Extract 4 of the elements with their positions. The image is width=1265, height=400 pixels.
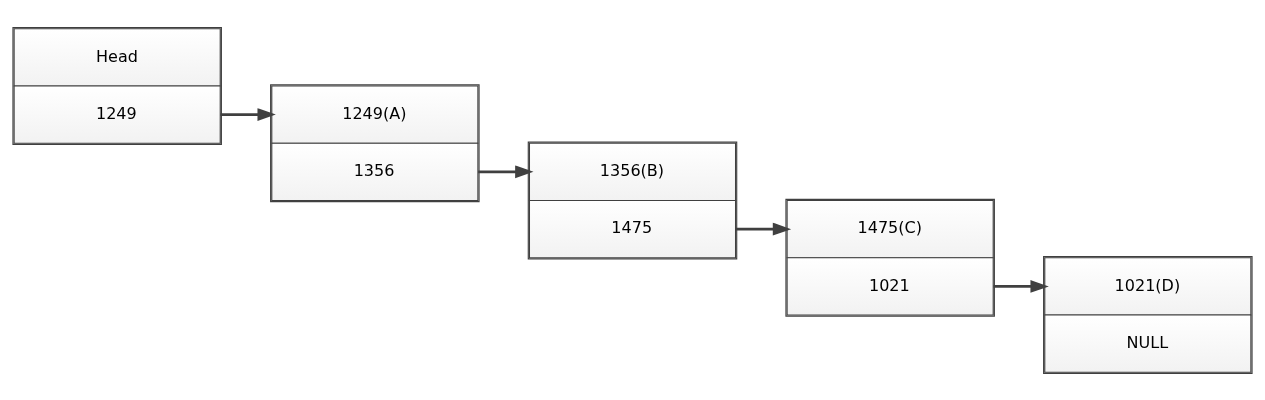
arrow xyxy=(220,107,276,121)
arrow xyxy=(478,164,534,178)
arrow xyxy=(993,279,1049,293)
arrow xyxy=(735,222,792,236)
